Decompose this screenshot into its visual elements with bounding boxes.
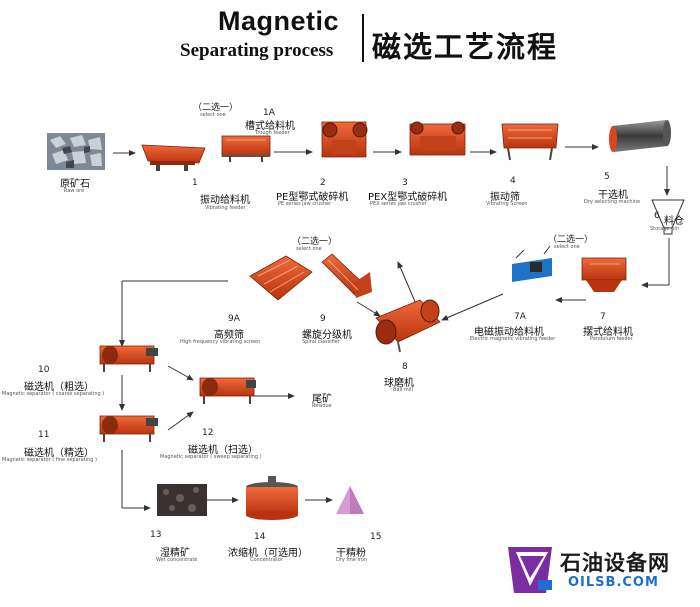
step-15-number: 15 [370,532,382,542]
watermark-logo [508,547,552,593]
title-cn: 磁选工艺流程 [372,30,559,64]
separator-sweep-image [199,377,256,404]
step-9a-number: 9A [228,314,240,324]
step-10-number: 10 [38,365,50,375]
raw-ore-image [47,133,105,170]
step-1-number: 1 [192,178,198,188]
step-9a-label: 高频筛 [214,330,244,341]
concentrator-image [246,476,298,520]
step-13-label-en: Wet concentrate [156,557,198,563]
step-7-label: 摆式给料机 [583,327,633,338]
spiral-classifier-image [321,253,372,298]
step-1-label-en: Vibrating feeder [205,205,246,211]
step-8-label: 球磨机 [384,378,414,389]
step-7-number: 7 [600,312,606,322]
step-14-label: 浓缩机（可选用） [228,548,308,559]
step-2-label: PE型鄂式破碎机 [276,192,349,203]
step-7-label-en: Pendulum feeder [590,336,633,342]
watermark-url: OILSB.COM [568,575,659,590]
select-one-3-en: select one [296,246,322,252]
tailings-label-en: Residue [312,403,332,409]
step-9-number: 9 [320,314,326,324]
dry-fine-iron-image [336,486,364,514]
vibrating-feeder-image [141,144,206,171]
step-6-label-en: Storage bin [650,226,679,232]
step-12-label-en: Magnetic separator ( sweep separating ) [160,454,262,460]
step-7a-label-en: Electric magnetic vibrating feeder [470,336,556,342]
separator-coarse-image [99,345,158,372]
title-divider [362,14,364,62]
pex-jaw-crusher-image [409,121,466,156]
step-11-label-en: Magnetic separator ( fine separating ) [2,457,97,463]
dry-selecting-machine-image [609,120,671,152]
step-6-label: 料仓 [664,216,684,227]
step-10-label: 磁选机（粗选） [24,382,94,393]
step-3-number: 3 [402,178,408,188]
arrow-feeder-to-mill [441,293,504,321]
high-frequency-screen-image [249,255,313,301]
step-7a-label: 电磁振动给料机 [474,327,544,338]
step-12-label: 磁选机（扫选） [188,445,258,456]
step-2-number: 2 [320,178,326,188]
step-14-number: 14 [254,532,266,542]
step-10-label-en: Magnetic separator ( coarse separating ) [2,391,105,397]
step-9a-label-en: High frequency vibrating screen [180,339,261,345]
step-3-label: PEX型鄂式破碎机 [368,192,448,203]
step-4-label-en: Vibrating Screen [486,201,528,207]
step-11-number: 11 [38,430,50,440]
tailings-label: 尾矿 [312,394,332,405]
step-15-label-en: Dry fine iron [336,557,368,563]
step-13-label: 湿精矿 [160,548,190,559]
step-7a-number: 7A [514,312,526,322]
step-5-number: 5 [604,172,610,182]
watermark-text: 石油设备网 [560,551,670,575]
step-5-label: 干选机 [598,190,628,201]
pe-jaw-crusher-image [321,121,368,158]
step-14-label-en: Concentrator [250,557,283,563]
wet-concentrate-image [157,484,207,516]
step-15-label: 干精粉 [336,548,366,559]
select-one-1-en: select one [200,112,226,118]
step-1a-label-en: Trough feeder [255,130,290,136]
step-3-label-en: PEX series jaw crusher [370,201,427,207]
step-1a-label: 槽式给料机 [245,121,295,132]
step-5-label-en: Dry selecting machine [584,199,641,205]
step-13-number: 13 [150,530,162,540]
select-one-2-en: select one [554,244,580,250]
vibrating-screen-image [501,123,559,161]
ball-mill-image [375,299,441,353]
step-4-label: 振动筛 [490,192,520,203]
select-one-3: （二选一） [292,237,338,247]
step-1a-number: 1A [263,108,275,118]
pendulum-feeder-image [581,257,627,292]
step-4-number: 4 [510,176,516,186]
select-one-1: （二选一） [193,103,239,113]
trough-feeder-image [221,135,271,162]
title-en-line2: Separating process [180,40,334,61]
title-en-line1: Magnetic [218,6,340,36]
step-9-label: 螺旋分级机 [302,330,352,341]
storage-bin-image [651,199,685,235]
step-6-number: 6 [654,211,660,221]
step-9-label-en: Spiral classifier [302,339,340,345]
electromagnetic-feeder-image [512,245,552,282]
step-8-number: 8 [402,362,408,372]
step-11-label: 磁选机（精选） [24,448,94,459]
raw-ore-label: 原矿石 [60,179,90,190]
step-2-label-en: PE series jaw crusher [278,201,332,207]
step-12-number: 12 [202,428,214,438]
select-one-2: （二选一） [548,235,594,245]
step-8-label-en: Ball mill [393,387,413,393]
raw-ore-label-en: Raw ore [64,188,85,194]
step-1-label: 振动给料机 [200,195,250,206]
separator-fine-image [99,415,158,442]
